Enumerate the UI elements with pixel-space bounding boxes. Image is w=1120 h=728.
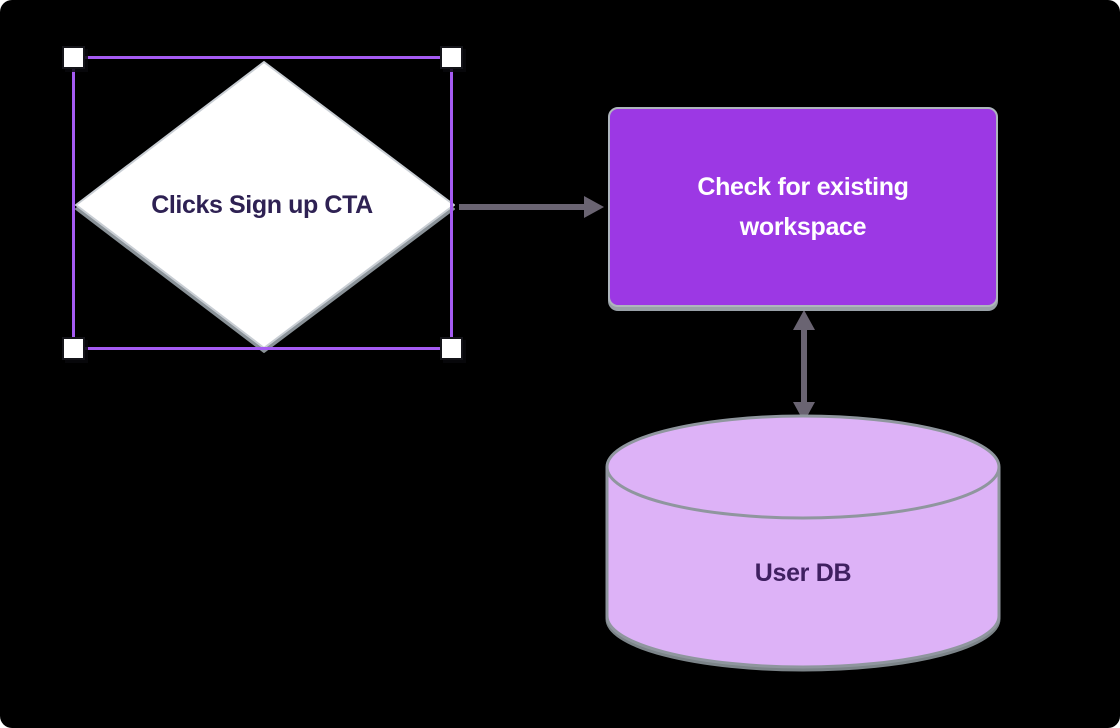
arrowhead-up-icon [793, 310, 815, 330]
selection-handle-top-left[interactable] [62, 46, 85, 69]
selection-handle-bottom-left[interactable] [62, 337, 85, 360]
selection-handle-top-right[interactable] [440, 46, 463, 69]
arrowhead-right-icon [584, 196, 604, 218]
database-node[interactable] [603, 411, 1003, 673]
process-node-label: Check for existing workspace [697, 173, 909, 241]
selection-handle-bottom-right[interactable] [440, 337, 463, 360]
arrowhead-down-icon [793, 402, 815, 422]
process-node[interactable]: Check for existing workspace [608, 107, 998, 307]
diamond-node-label: Clicks Sign up CTA [151, 191, 373, 219]
cylinder-shape [605, 414, 1001, 669]
connector-diamond-to-process[interactable] [458, 194, 606, 220]
database-node-label: User DB [754, 559, 852, 587]
connector-process-to-database[interactable] [789, 309, 819, 423]
